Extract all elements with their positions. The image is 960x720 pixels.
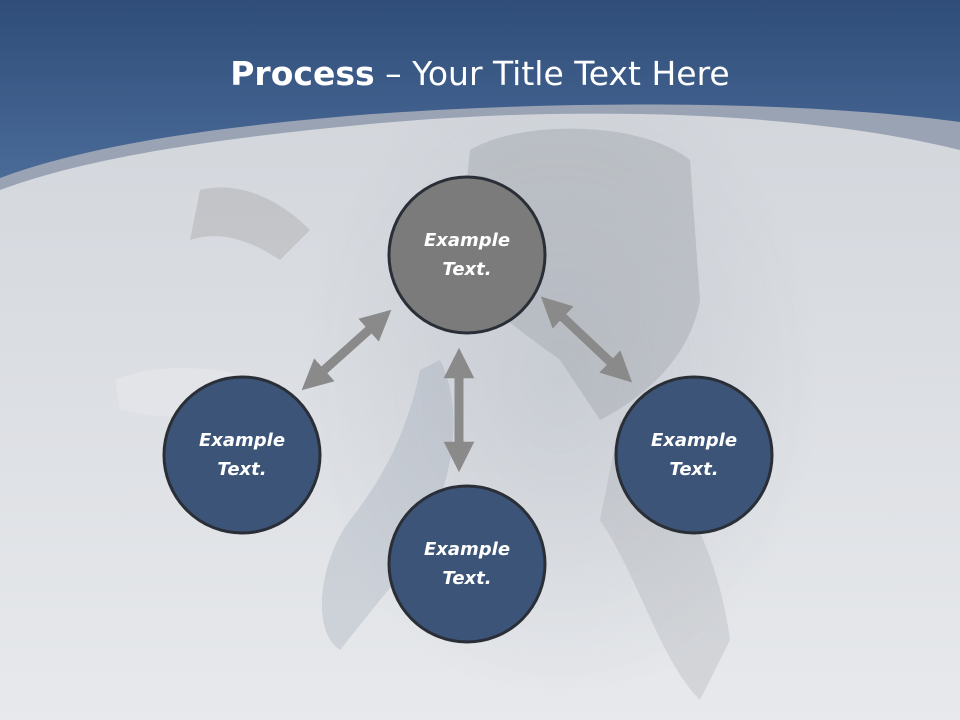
header-band <box>0 0 960 178</box>
arrow-top-left <box>301 309 392 391</box>
node-circle-bottom <box>387 484 547 644</box>
node-label-right: Example Text. <box>650 430 738 480</box>
node-label-left: Example Text. <box>198 430 286 480</box>
node-label-bottom: Example Text. <box>423 539 511 589</box>
title-rest: – Your Title Text Here <box>374 54 730 93</box>
node-label-top: Example Text. <box>423 230 511 280</box>
node-circle-top <box>387 175 547 335</box>
arrow-top-right <box>540 296 633 383</box>
slide-title: Process – Your Title Text Here <box>0 52 960 96</box>
connector-arrows <box>301 296 633 473</box>
node-circle-right <box>614 375 774 535</box>
title-bold: Process <box>230 54 375 93</box>
node-circle-left <box>162 375 322 535</box>
